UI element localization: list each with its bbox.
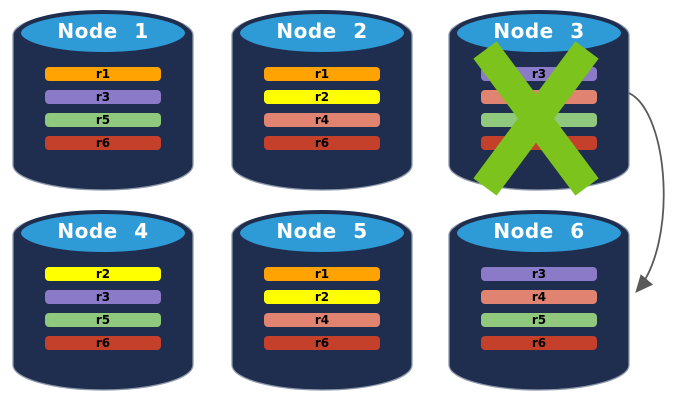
replica-row: r6 [264, 336, 380, 350]
replica-row-label: r4 [531, 290, 547, 304]
db-node: Node 5 r1 r2 r4 r6 [231, 208, 413, 394]
replica-row: r2 [45, 267, 161, 281]
db-node: Node 6 r3 r4 r5 r6 [448, 208, 630, 394]
replica-row: r6 [264, 136, 380, 150]
replica-row-label: r1 [314, 67, 330, 81]
row-list: r1 r3 r5 r6 [45, 67, 161, 150]
replica-row: r2 [264, 90, 380, 104]
row-list: r1 r2 r4 r6 [264, 267, 380, 350]
cylinder-top [17, 10, 189, 56]
replica-row: r3 [45, 90, 161, 104]
replica-row-label: r5 [95, 313, 111, 327]
db-node: Node 4 r2 r3 r5 r6 [12, 208, 194, 394]
replica-row: r4 [264, 113, 380, 127]
replica-row-label: r6 [314, 336, 330, 350]
replica-row: r5 [45, 113, 161, 127]
db-node: Node 1 r1 r3 r5 r6 [12, 8, 194, 194]
node-title: Node 2 [276, 19, 368, 43]
replica-row: r3 [45, 290, 161, 304]
replica-row-label: r5 [531, 313, 547, 327]
replica-row-label: r2 [314, 90, 330, 104]
replica-row: r4 [481, 290, 597, 304]
row-list: r2 r3 r5 r6 [45, 267, 161, 350]
replica-row-label: r4 [314, 313, 330, 327]
replica-row-label: r6 [314, 136, 330, 150]
cylinder-top [236, 210, 408, 256]
replica-row-label: r2 [95, 267, 111, 281]
replica-row-label: r6 [95, 136, 111, 150]
replica-row: r1 [264, 267, 380, 281]
replica-row-label: r4 [314, 113, 330, 127]
row-list: r3 r4 r5 r6 [481, 267, 597, 350]
replica-row: r5 [45, 313, 161, 327]
replica-row: r1 [45, 67, 161, 81]
replica-row: r5 [481, 313, 597, 327]
replica-row-label: r2 [314, 290, 330, 304]
db-node: Node 2 r1 r2 r4 r6 [231, 8, 413, 194]
replica-row-label: r6 [95, 336, 111, 350]
node-title: Node 1 [57, 19, 149, 43]
replica-row-label: r3 [531, 267, 547, 281]
replica-row: r6 [481, 336, 597, 350]
replica-row-label: r3 [95, 290, 111, 304]
replica-row: r2 [264, 290, 380, 304]
db-node: Node 3 r3 [448, 8, 630, 196]
replica-row-label: r1 [95, 67, 111, 81]
node-title: Node 3 [493, 19, 585, 43]
replica-row: r3 [481, 267, 597, 281]
cylinder-top [236, 10, 408, 56]
replica-row-label: r6 [531, 336, 547, 350]
replica-row-label: r3 [531, 67, 547, 81]
failure-x-icon [473, 41, 599, 196]
replica-row-label: r1 [314, 267, 330, 281]
replica-row: r6 [45, 136, 161, 150]
node-title: Node 6 [493, 219, 585, 243]
cylinder-top [453, 210, 625, 256]
replica-row-label: r5 [95, 113, 111, 127]
cylinder-top [17, 210, 189, 256]
replica-row: r4 [264, 313, 380, 327]
replica-row: r1 [264, 67, 380, 81]
failover-arrow [628, 92, 665, 294]
replica-row-label: r3 [95, 90, 111, 104]
node-title: Node 5 [276, 219, 368, 243]
replica-row: r6 [45, 336, 161, 350]
node-title: Node 4 [57, 219, 149, 243]
row-list: r1 r2 r4 r6 [264, 67, 380, 150]
